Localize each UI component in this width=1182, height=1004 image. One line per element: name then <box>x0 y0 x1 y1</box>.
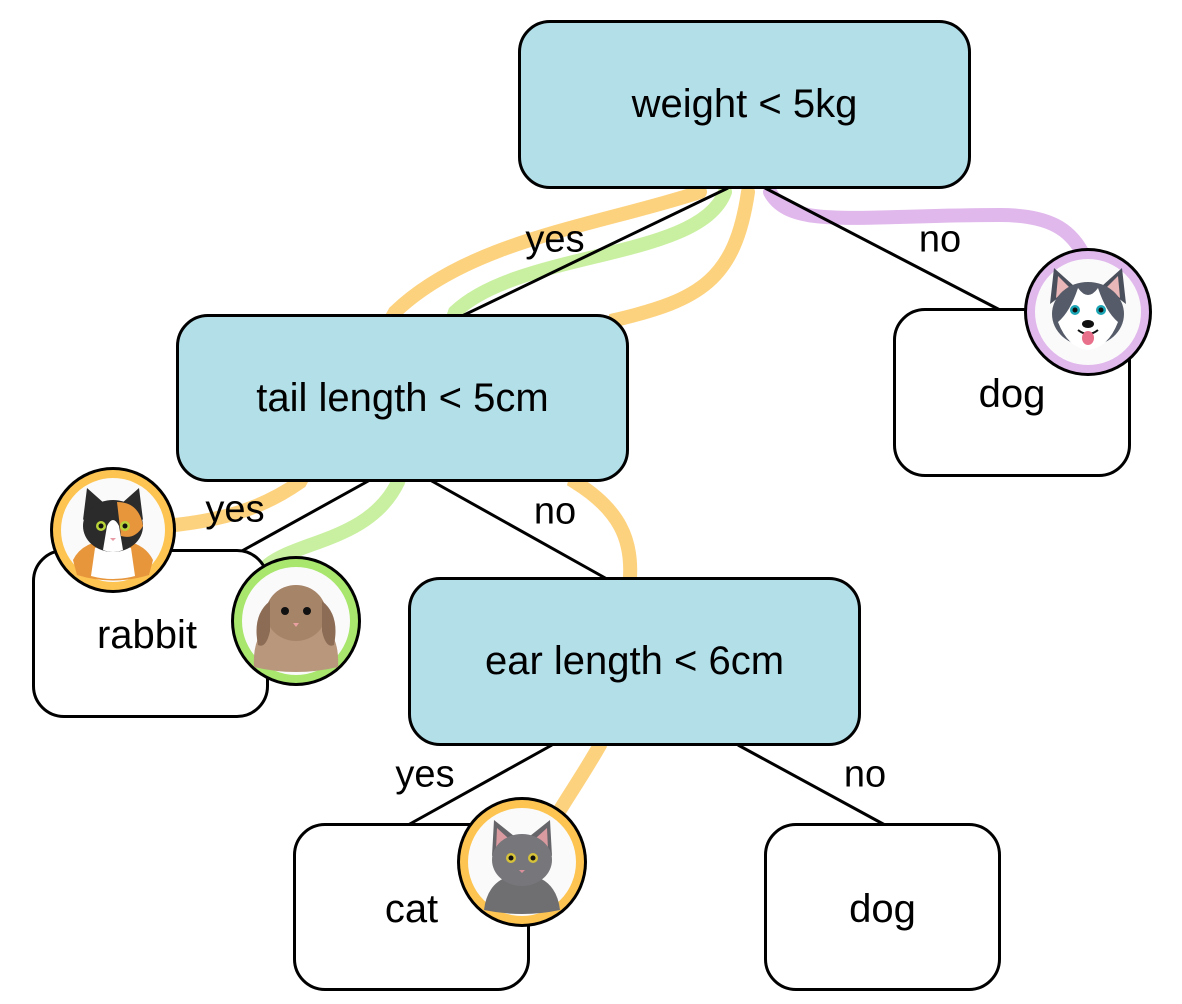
node-root-label: weight < 5kg <box>631 82 858 126</box>
leaf-rabbit-label: rabbit <box>96 613 198 657</box>
edge-label-ear-no: no <box>843 753 887 796</box>
edge-label-root-yes: yes <box>525 218 585 261</box>
edge-tail-yes <box>239 478 371 554</box>
node-tail-label: tail length < 5cm <box>256 375 549 420</box>
green-path-rabbit <box>261 185 732 572</box>
calico-cat-icon <box>50 467 176 593</box>
orange-path-grey-cat <box>541 185 755 837</box>
edge-root-yes <box>461 186 729 318</box>
rabbit-icon <box>231 556 361 686</box>
edge-ear-no <box>737 743 886 827</box>
edge-root-no <box>764 186 1001 312</box>
leaf-dog-bottom: dog <box>764 823 1001 991</box>
edge-tail-no <box>429 478 608 581</box>
leaf-cat-label: cat <box>384 886 439 931</box>
leaf-dog-top-label: dog <box>978 372 1046 416</box>
node-ear: ear length < 6cm <box>408 577 861 746</box>
node-ear-label: ear length < 6cm <box>484 639 785 683</box>
edge-label-tail-yes: yes <box>205 488 265 531</box>
node-root: weight < 5kg <box>518 20 971 189</box>
orange-path-calico <box>168 185 707 532</box>
node-tail: tail length < 5cm <box>176 314 629 482</box>
husky-dog-icon <box>1024 248 1152 376</box>
edge-label-root-no: no <box>918 218 962 261</box>
edge-label-ear-yes: yes <box>395 753 455 796</box>
edge-label-tail-no: no <box>533 490 577 533</box>
leaf-dog-bottom-label: dog <box>849 886 916 931</box>
purple-path-husky <box>763 185 1089 259</box>
edge-ear-yes <box>407 743 553 827</box>
grey-cat-icon <box>457 797 587 927</box>
